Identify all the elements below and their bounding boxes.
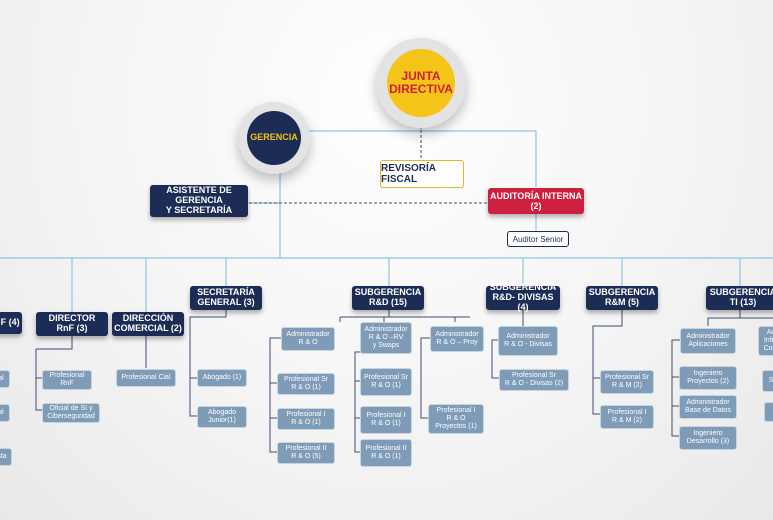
role-box: Profesional Sr R & O - Divisas (2) (499, 369, 569, 391)
role-box: Administrador R & O - Divisas (498, 326, 558, 356)
dept-direccion-comercial: DIRECCIÓN COMERCIAL (2) (112, 312, 184, 336)
role-box: Administrador R & O – Proy (430, 326, 484, 352)
role-box: Profesional I R & O Proyectos (1) (428, 404, 484, 434)
role-box: Administrador Aplicaciones (680, 328, 736, 354)
dept-director-rnf: DIRECTOR RnF (3) (36, 312, 108, 336)
role-box: sta (0, 448, 12, 466)
role-box: Administrador R & O (281, 327, 335, 351)
role-box: Profesional Sr R & M (2) (600, 370, 654, 394)
junta-directiva-node: JUNTA DIRECTIVA (376, 38, 466, 128)
asistente-gerencia-box: ASISTENTE DE GERENCIA Y SECRETARÍA (150, 185, 248, 217)
dept-subgerencia-rm: SUBGERENCIA R&M (5) (586, 286, 658, 310)
role-box: Profesional Sr R & O (1) (277, 373, 335, 395)
dept-subgerencia-ti: SUBGERENCIA TI (13) (706, 286, 773, 310)
role-box: Ingeniero Proyectos (2) (679, 366, 737, 390)
role-box: Administrador R & O –RV y Swaps (360, 322, 412, 354)
role-box: Profesional II R & O (5) (277, 442, 335, 464)
gerencia-node: GERENCIA (238, 102, 310, 174)
role-box: Abogado (1) (197, 369, 247, 387)
role-box: Profesional RnF (42, 370, 92, 390)
auditor-senior-box: Auditor Senior (507, 231, 569, 247)
role-box: Ingeniero Desarrollo (3) (679, 426, 737, 450)
dept-subgerencia-rd-divisas: SUBGERENCIA R&D- DIVISAS (4) (486, 283, 560, 312)
dept-secretaria-general: SECRETARÍA GENERAL (3) (190, 286, 262, 310)
role-box: Ad Infra Com (758, 326, 773, 356)
dept-left-partial: Y F (4) (0, 312, 22, 334)
role-box: Profesional I R & O (1) (360, 406, 412, 434)
role-box: Administrador Base de Datos (679, 395, 737, 419)
role-box: Profesional Sr R & O (1) (360, 368, 412, 396)
role-box (764, 402, 773, 422)
gerencia-label: GERENCIA (247, 111, 301, 165)
role-box: Profesional I R & M (2) (600, 405, 654, 429)
role-box: Profesional II R & O (1) (360, 439, 412, 467)
role-box: al (0, 370, 10, 388)
role-box: al (0, 404, 10, 422)
role-box: So (762, 370, 773, 392)
dept-subgerencia-rd: SUBGERENCIA R&D (15) (352, 286, 424, 310)
role-box: Oficial de SI y Ciberseguridad (42, 403, 100, 423)
junta-directiva-label: JUNTA DIRECTIVA (387, 49, 455, 117)
auditoria-interna-box: AUDITORÍA INTERNA (2) (488, 188, 584, 214)
role-box: Abogado Junior(1) (197, 406, 247, 428)
role-box: Profesional Cial (116, 369, 176, 387)
revisoria-fiscal-box: REVISORÍA FISCAL (380, 160, 464, 188)
role-box: Profesional I R & O (1) (277, 408, 335, 430)
